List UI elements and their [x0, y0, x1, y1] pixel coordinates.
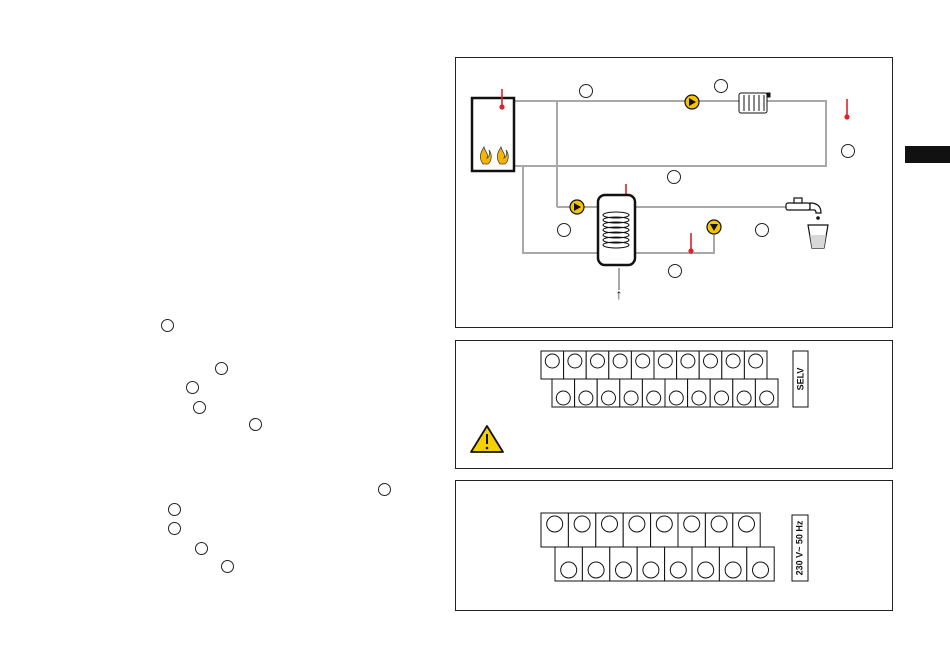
water-drop-icon	[816, 216, 820, 220]
hydraulic-diagram-panel: ↑	[455, 57, 893, 328]
tank-charging-pump-icon	[570, 200, 584, 214]
mains-bottom-terminal-1	[555, 547, 582, 581]
mains-top-terminal-8	[733, 513, 760, 547]
mains-bottom-terminal-row	[555, 547, 774, 581]
mains-bottom-terminal-7	[719, 547, 746, 581]
selv-top-terminal-4	[609, 351, 632, 379]
selv-top-terminal-1	[541, 351, 564, 379]
selv-top-terminal-6	[654, 351, 677, 379]
mains-top-terminal-2	[568, 513, 595, 547]
selv-bottom-terminal-1	[552, 379, 575, 407]
ref-marker-hydraulic-6	[756, 224, 769, 237]
mains-top-terminal-1	[541, 513, 568, 547]
mains-top-terminal-6	[678, 513, 705, 547]
ref-marker-10	[221, 560, 234, 573]
boiler-icon	[472, 98, 514, 171]
mains-terminal-panel: 230 V~ 50 Hz	[455, 480, 893, 611]
mains-bottom-terminal-5	[665, 547, 692, 581]
mains-bottom-terminal-4	[637, 547, 664, 581]
selv-top-terminal-8	[699, 351, 722, 379]
selv-top-terminal-10	[744, 351, 767, 379]
outdoor-temperature-sensor	[844, 99, 849, 120]
selv-bottom-terminal-10	[755, 379, 778, 407]
ref-marker-7	[168, 503, 181, 516]
return-temperature-sensor	[688, 233, 693, 254]
mains-terminal-block	[541, 513, 774, 581]
heating-circuit-pipe	[515, 101, 826, 166]
ref-marker-9	[195, 542, 208, 555]
glass-icon	[808, 225, 828, 248]
selv-terminal-panel: SELV	[455, 340, 893, 469]
ref-marker-8	[168, 522, 181, 535]
mains-terminal-diagram: 230 V~ 50 Hz	[456, 481, 894, 612]
selv-bottom-terminal-6	[665, 379, 688, 407]
selv-bottom-terminal-7	[688, 379, 711, 407]
ref-marker-1	[161, 319, 174, 332]
heating-pump-icon	[685, 95, 699, 109]
ref-marker-hydraulic-5	[558, 224, 571, 237]
ref-marker-5	[249, 418, 262, 431]
selv-terminal-block	[541, 351, 778, 407]
selv-bottom-terminal-4	[620, 379, 643, 407]
selv-bottom-terminal-2	[575, 379, 598, 407]
selv-terminal-diagram: SELV	[456, 341, 894, 470]
selv-top-terminal-9	[722, 351, 745, 379]
mains-top-terminal-3	[596, 513, 623, 547]
selv-top-terminal-3	[586, 351, 609, 379]
mains-bottom-terminal-3	[610, 547, 637, 581]
radiator-icon	[739, 93, 770, 113]
selv-bottom-terminal-row	[552, 379, 778, 407]
section-tab-marker	[905, 146, 950, 163]
ref-marker-hydraulic-1	[580, 85, 593, 98]
ref-marker-6	[378, 483, 391, 496]
mains-bottom-terminal-6	[692, 547, 719, 581]
pipe-network	[515, 101, 826, 290]
mains-top-terminal-4	[623, 513, 650, 547]
selv-top-terminal-row	[541, 351, 767, 379]
selv-top-terminal-2	[564, 351, 587, 379]
hydraulic-diagram: ↑	[456, 58, 894, 329]
mains-bottom-terminal-8	[747, 547, 774, 581]
mains-top-terminal-5	[651, 513, 678, 547]
hot-water-tank-icon	[598, 195, 635, 265]
warning-triangle-icon	[471, 426, 503, 452]
ref-marker-2	[215, 362, 228, 375]
ref-marker-hydraulic-7	[669, 265, 682, 278]
ref-marker-hydraulic-4	[668, 171, 681, 184]
ref-marker-hydraulic-2	[715, 80, 728, 93]
ref-marker-hydraulic-3	[842, 145, 855, 158]
cold-water-inlet-arrow: ↑	[616, 286, 623, 302]
recirculation-pipe	[636, 235, 714, 253]
selv-bottom-terminal-3	[597, 379, 620, 407]
ref-marker-4	[193, 401, 206, 414]
selv-top-terminal-5	[631, 351, 654, 379]
selv-bottom-terminal-8	[710, 379, 733, 407]
mains-label: 230 V~ 50 Hz	[794, 520, 804, 575]
selv-top-terminal-7	[677, 351, 700, 379]
selv-bottom-terminal-5	[642, 379, 665, 407]
selv-bottom-terminal-9	[733, 379, 756, 407]
ref-marker-3	[186, 381, 199, 394]
mains-top-terminal-row	[541, 513, 760, 547]
tap-icon	[786, 198, 821, 213]
selv-label: SELV	[795, 368, 805, 391]
mains-top-terminal-7	[705, 513, 732, 547]
mains-bottom-terminal-2	[582, 547, 609, 581]
tank-return-pipe	[523, 166, 600, 253]
recirculation-pump-icon	[707, 220, 721, 234]
